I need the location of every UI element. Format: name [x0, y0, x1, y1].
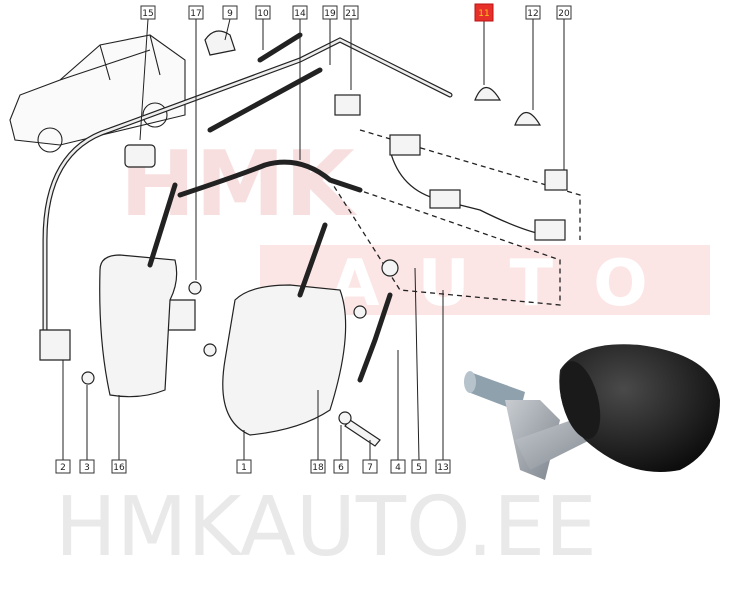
callout-6: 6	[333, 459, 349, 474]
svg-text:4: 4	[395, 463, 401, 473]
callout-2: 2	[55, 459, 71, 474]
watermark-bottom: HMKAUTO.EE	[55, 480, 597, 575]
svg-text:2: 2	[60, 463, 66, 473]
callout-4: 4	[390, 459, 406, 474]
callout-13: 13	[435, 459, 451, 474]
callout-11-highlighted: 11	[474, 3, 494, 22]
callout-18: 18	[310, 459, 326, 474]
svg-text:17: 17	[190, 9, 201, 19]
svg-text:5: 5	[416, 463, 422, 473]
svg-text:20: 20	[558, 9, 570, 19]
svg-text:7: 7	[367, 463, 373, 473]
svg-text:9: 9	[227, 9, 233, 19]
svg-text:11: 11	[478, 9, 489, 19]
svg-text:1: 1	[241, 463, 247, 473]
svg-text:16: 16	[113, 463, 125, 473]
callout-21: 21	[343, 5, 359, 20]
svg-text:6: 6	[338, 463, 344, 473]
wiring-harness	[328, 94, 581, 306]
callout-10: 10	[255, 5, 271, 20]
washer-reservoirs	[99, 182, 347, 436]
svg-text:18: 18	[312, 463, 324, 473]
small-parts	[39, 30, 542, 447]
hose-lines	[42, 32, 453, 333]
callout-16: 16	[111, 459, 127, 474]
svg-text:15: 15	[142, 9, 153, 19]
svg-text:3: 3	[84, 463, 90, 473]
callout-1: 1	[236, 459, 252, 474]
washer-jet-photo	[464, 344, 720, 480]
callout-12: 12	[525, 5, 541, 20]
callout-leaders	[62, 18, 565, 461]
callout-19: 19	[322, 5, 338, 20]
callout-3: 3	[79, 459, 95, 474]
callout-20: 20	[556, 5, 572, 20]
callout-7: 7	[362, 459, 378, 474]
callout-5: 5	[411, 459, 427, 474]
svg-text:21: 21	[345, 9, 356, 19]
svg-text:14: 14	[294, 9, 306, 19]
watermark-middle-top: HMK	[120, 132, 358, 237]
watermark: HMK AUTO	[120, 132, 710, 321]
callout-17: 17	[188, 5, 204, 20]
svg-text:12: 12	[527, 9, 538, 19]
svg-text:13: 13	[437, 463, 448, 473]
callout-14: 14	[292, 5, 308, 20]
svg-text:10: 10	[257, 9, 269, 19]
callout-9: 9	[222, 5, 238, 20]
callout-15: 15	[140, 5, 156, 20]
svg-text:19: 19	[324, 9, 336, 19]
